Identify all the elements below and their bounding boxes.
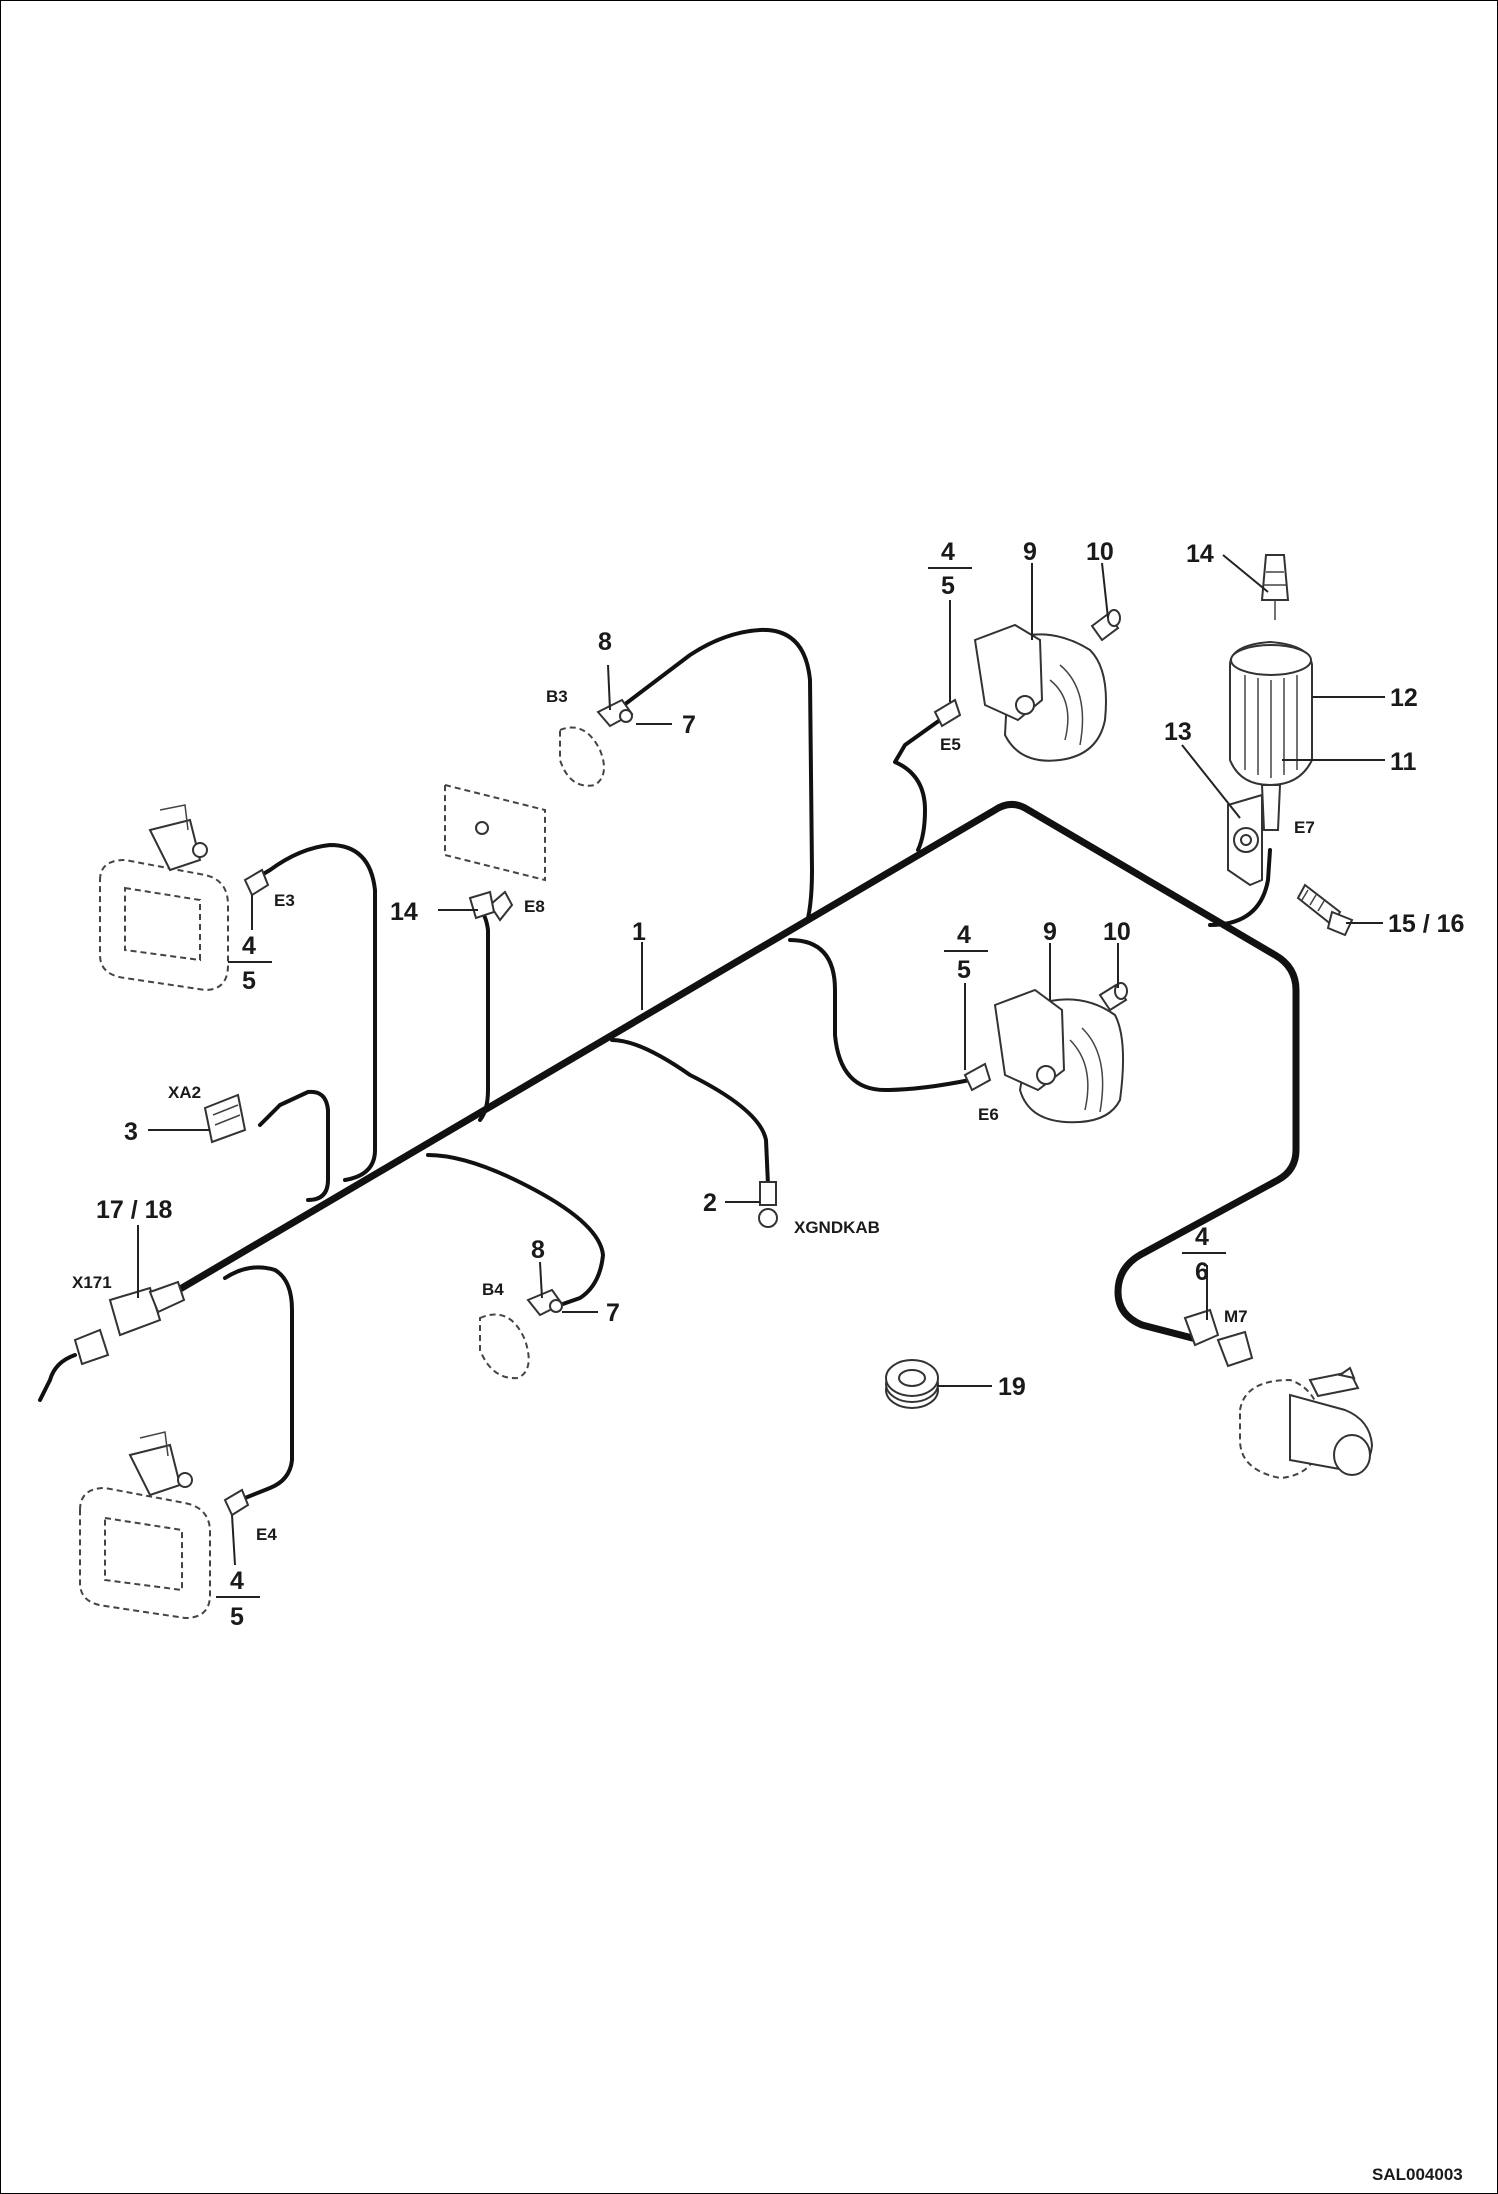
branch-b4	[426, 1153, 605, 1307]
branch-e6	[788, 938, 972, 1092]
beacon-bulb	[1260, 554, 1290, 620]
connector-xa2	[203, 1093, 247, 1144]
main-harness-trunk	[171, 801, 1300, 1344]
callout-x171-item: 17 / 18	[96, 1196, 173, 1224]
connector-x171	[38, 1280, 186, 1402]
designation-xa2: XA2	[168, 1083, 201, 1102]
callout-beacon-base: 11	[1390, 748, 1417, 776]
branch-e7	[1208, 848, 1272, 927]
sensor-b4	[479, 1288, 564, 1380]
fraction-e6-den: 5	[957, 956, 971, 984]
branch-e5	[893, 718, 942, 852]
leader-lines	[137, 554, 1385, 1566]
horn-top	[973, 623, 1107, 762]
callout-b4-a: 8	[531, 1236, 545, 1264]
callout-beacon-screw: 15 / 16	[1388, 910, 1464, 938]
drawing-code: SAL004003	[1372, 2165, 1463, 2184]
callout-ground: 2	[703, 1189, 717, 1217]
branch-e8	[478, 908, 490, 1122]
ground-terminal	[758, 1181, 778, 1228]
fraction-e4-num: 4	[230, 1567, 244, 1595]
designation-x171: X171	[72, 1273, 112, 1292]
branch-xa2	[258, 1089, 330, 1202]
callout-b3-b: 7	[682, 711, 696, 739]
fraction-e3-den: 5	[242, 967, 256, 995]
callout-horn-mid: 9	[1043, 918, 1057, 946]
designation-e8: E8	[524, 897, 545, 916]
fraction-bars	[216, 567, 1226, 1598]
callout-e8-item: 14	[390, 898, 418, 926]
fraction-m7-den: 6	[1195, 1258, 1209, 1286]
fraction-e3-num: 4	[242, 932, 256, 960]
work-lamp-lower	[79, 1431, 250, 1620]
branch-e3	[248, 843, 377, 1182]
connector-e5	[933, 698, 962, 728]
designation-b4: B4	[482, 1280, 504, 1299]
fraction-e5-num: 4	[941, 538, 955, 566]
grommet	[885, 1359, 939, 1409]
callout-grommet: 19	[998, 1373, 1026, 1401]
callout-horn-mid-switch: 10	[1103, 918, 1131, 946]
connector-e6	[963, 1062, 992, 1092]
branch-e4	[223, 1265, 294, 1500]
beacon-base-and-bracket	[1227, 784, 1282, 887]
callout-harness: 1	[632, 918, 646, 946]
fraction-e5-den: 5	[941, 572, 955, 600]
horn-mid-switch	[1098, 982, 1128, 1012]
beacon-screw	[1296, 883, 1354, 937]
callout-beacon-bulb: 14	[1186, 540, 1214, 568]
branch-ground	[610, 1038, 770, 1187]
callout-horn-top: 9	[1023, 538, 1037, 566]
fraction-m7-num: 4	[1195, 1223, 1209, 1251]
callout-b3-a: 8	[598, 628, 612, 656]
designation-e5: E5	[940, 735, 961, 754]
work-lamp-upper	[99, 804, 270, 992]
callout-beacon-lens: 12	[1390, 684, 1418, 712]
fraction-e4-den: 5	[230, 1603, 244, 1631]
beacon-lens	[1229, 640, 1313, 787]
horn-top-switch	[1090, 609, 1121, 642]
designation-m7: M7	[1224, 1307, 1248, 1326]
designation-e6: E6	[978, 1105, 999, 1124]
callout-b4-b: 7	[606, 1299, 620, 1327]
fraction-e6-num: 4	[957, 921, 971, 949]
sensor-b3	[559, 698, 634, 787]
designation-e7: E7	[1294, 818, 1315, 837]
designation-b3: B3	[546, 687, 568, 706]
callout-xa2-item: 3	[124, 1118, 138, 1146]
callout-beacon-bracket: 13	[1164, 718, 1192, 746]
motor-m7	[1183, 1308, 1374, 1480]
designation-e3: E3	[274, 891, 295, 910]
panel-e8	[444, 783, 546, 922]
callout-horn-top-switch: 10	[1086, 538, 1114, 566]
branch-b3	[618, 627, 814, 920]
designation-xgndkab: XGNDKAB	[794, 1218, 880, 1237]
horn-mid	[993, 988, 1125, 1124]
designation-e4: E4	[256, 1525, 277, 1544]
